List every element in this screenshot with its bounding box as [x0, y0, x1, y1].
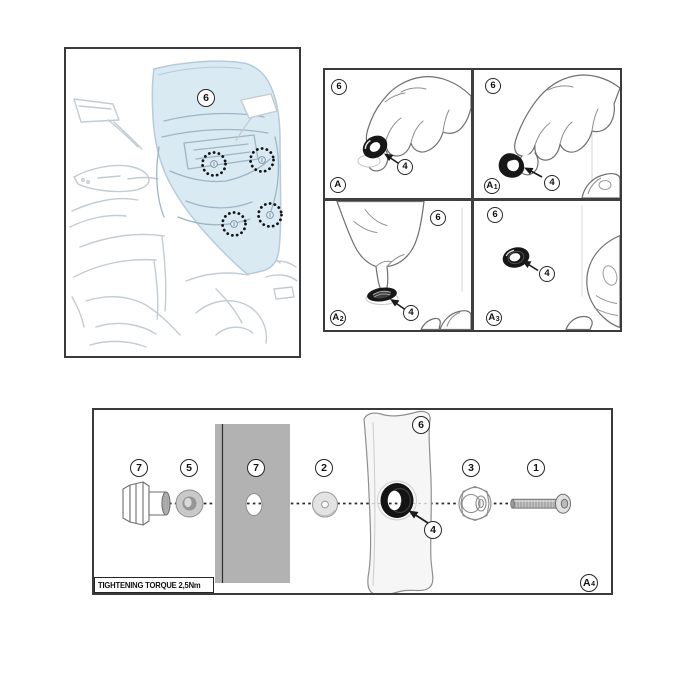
windscreen-part-label: 6 — [430, 210, 446, 226]
exploded-assembly-illustration — [122, 410, 571, 593]
motorcycle-body-lines — [69, 98, 298, 348]
hex-nut-illustration — [122, 481, 171, 526]
panel-id-main: A — [583, 576, 591, 589]
windscreen-part-label: 6 — [197, 89, 215, 107]
panel-id-sub: 4 — [591, 580, 595, 588]
grommet-part-label: 4 — [424, 521, 442, 539]
windscreen-part-label: 6 — [331, 79, 347, 95]
motorcycle-illustration — [69, 60, 298, 348]
spacer-illustration — [175, 489, 204, 518]
grommet-part-label: 4 — [397, 159, 413, 175]
step-id-sub: 2 — [339, 315, 344, 323]
callout-arrow — [522, 260, 539, 272]
step-id-sub: 1 — [493, 183, 498, 191]
step-id-main: A — [334, 179, 342, 191]
washer-part-label: 2 — [315, 459, 333, 477]
hand-holding-grommet-illustration — [357, 76, 471, 172]
windscreen-part-label: 6 — [487, 207, 503, 223]
callout-arrow — [408, 510, 429, 524]
callout-arrow — [524, 167, 543, 178]
well-nut-illustration — [458, 485, 492, 522]
callout-arrow — [390, 299, 406, 311]
installed-grommet-illustration — [502, 205, 620, 330]
grommet-illustration — [362, 135, 388, 159]
grommet-illustration — [380, 483, 414, 518]
windscreen-shape — [151, 60, 282, 275]
bracket-part-label: 7 — [247, 459, 265, 477]
bracket-plate-illustration — [215, 424, 290, 583]
well-nut-part-label: 3 — [462, 459, 480, 477]
torque-note-text: TIGHTENING TORQUE 2,5Nm — [98, 579, 201, 590]
nut-part-label: 7 — [130, 459, 148, 477]
windscreen-part-label: 6 — [412, 416, 430, 434]
grommet-illustration — [367, 287, 397, 302]
overview-panel: 6 — [64, 47, 301, 358]
tightening-torque-note: TIGHTENING TORQUE 2,5Nm — [94, 577, 215, 593]
windscreen-part-label: 6 — [485, 78, 501, 94]
fingers-illustration — [420, 310, 471, 330]
grommet-part-label: 4 — [403, 305, 419, 321]
washer-illustration — [312, 491, 338, 518]
grommet-part-label: 4 — [544, 175, 560, 191]
step-id-label: A — [330, 177, 346, 193]
step-id-sub: 3 — [495, 315, 500, 323]
step-a-quadrant: 6 4 A — [325, 70, 471, 198]
thumb-illustration — [581, 173, 620, 198]
finger-pressing-grommet-illustration — [336, 201, 471, 330]
screw-part-label: 1 — [527, 459, 545, 477]
steps-panel: 6 4 A — [323, 68, 622, 332]
grommet-illustration — [502, 247, 530, 268]
grommet-illustration — [498, 153, 525, 178]
thumb-illustration — [565, 234, 620, 330]
step-id-main: A — [332, 312, 340, 324]
mirror — [235, 93, 278, 142]
step-id-main: A — [486, 180, 494, 192]
step-id-main: A — [488, 312, 496, 324]
hand-inserting-grommet-illustration — [498, 74, 620, 198]
mount-points — [201, 147, 283, 237]
spacer-part-label: 5 — [180, 459, 198, 477]
screw-illustration — [510, 493, 571, 514]
grommet-part-label: 4 — [539, 266, 555, 282]
